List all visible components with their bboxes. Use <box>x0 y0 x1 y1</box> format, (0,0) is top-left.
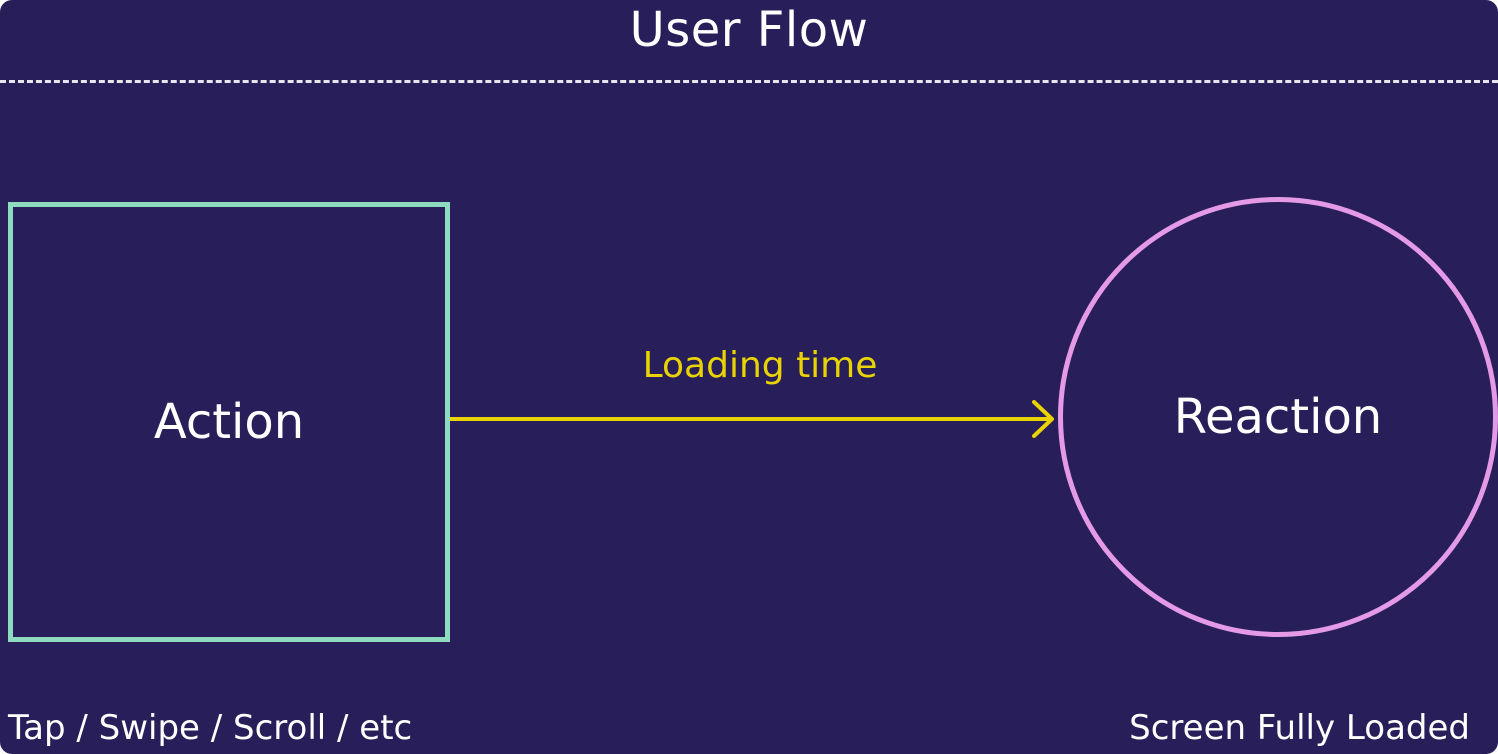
reaction-node: Reaction <box>1058 197 1498 637</box>
dashed-divider <box>0 80 1498 83</box>
reaction-node-label: Reaction <box>1173 389 1383 445</box>
loading-time-arrow <box>450 400 1054 438</box>
reaction-caption: Screen Fully Loaded <box>1129 708 1470 748</box>
action-node-label: Action <box>153 394 305 450</box>
arrow-head <box>1032 400 1054 438</box>
action-node: Action <box>8 202 450 642</box>
action-caption: Tap / Swipe / Scroll / etc <box>8 708 413 748</box>
loading-time-label: Loading time <box>642 345 878 386</box>
diagram-title: User Flow <box>629 2 869 58</box>
